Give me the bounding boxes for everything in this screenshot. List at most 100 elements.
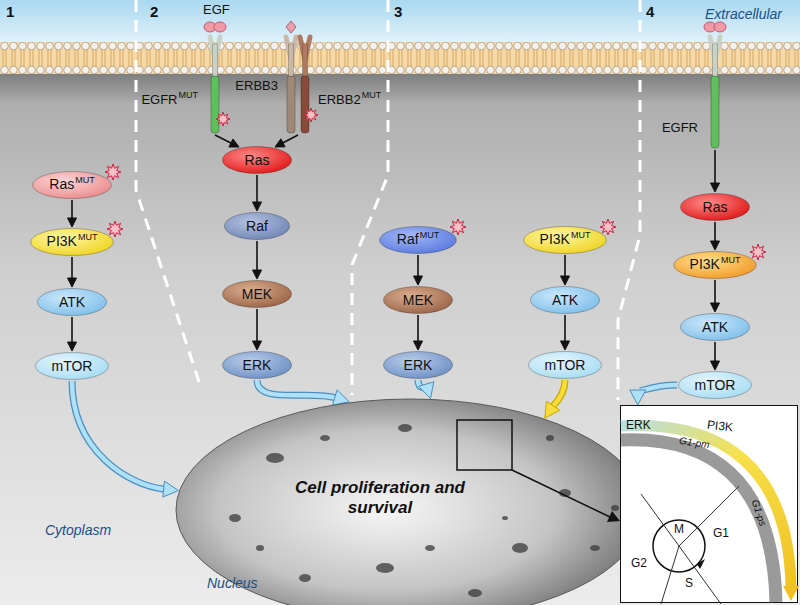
- arrow-line: [256, 309, 258, 342]
- chromatin-spot: [299, 574, 311, 582]
- protein-shape: [33, 172, 112, 199]
- phase-divider: [679, 546, 721, 604]
- protein-node: Ras: [221, 145, 293, 175]
- panel-number: 3: [394, 4, 402, 20]
- cell-cycle-inset: ERKG1-pmPI3KG1-psMG1SG2: [620, 405, 798, 603]
- receptor-name: EGFR: [662, 120, 698, 135]
- chromatin-spot: [320, 435, 330, 441]
- chromatin-spot: [611, 505, 619, 511]
- extracellular-space: [0, 0, 800, 46]
- arrowheads: [253, 341, 262, 350]
- mutation-tag: MUT: [721, 255, 741, 265]
- cycle-label: G1: [713, 526, 729, 540]
- cycle-label: S: [685, 576, 693, 590]
- pathway-arrow: [711, 342, 720, 370]
- protein-label: Ras: [703, 199, 728, 215]
- arrowheads: [163, 481, 179, 497]
- protein-name: MEK: [403, 292, 433, 308]
- arrowhead: [68, 218, 77, 227]
- mutation-tag: MUT: [571, 230, 591, 240]
- pathway-arrow: [414, 255, 423, 285]
- compartment-label: Nucleus: [207, 576, 258, 590]
- protein-shape: [679, 372, 752, 399]
- signal-arrowhead: [783, 586, 799, 601]
- receptor: EGFRMUT: [200, 20, 230, 135]
- protein-node: ATK: [529, 285, 601, 315]
- phase-divider: [641, 494, 679, 546]
- protein-label: PI3KMUT: [690, 256, 741, 274]
- receptor-drawing: [700, 20, 730, 150]
- arrow-line: [417, 255, 419, 277]
- arrowheads: [561, 276, 570, 285]
- arrowheads: [414, 276, 423, 285]
- arrowhead: [630, 390, 646, 405]
- chromatin-spot: [266, 453, 284, 463]
- protein-shape: [383, 352, 452, 379]
- protein-name: mTOR: [695, 377, 736, 393]
- arrow-line: [282, 135, 298, 143]
- protein-shape: [222, 147, 291, 174]
- chromatin-spot: [398, 424, 412, 432]
- mutation-star: [599, 218, 617, 236]
- arrow-outline: [257, 380, 336, 398]
- pathway-arrow: [630, 385, 677, 405]
- zoom-leader: [512, 470, 610, 517]
- chromatin-spot: [425, 545, 435, 551]
- pathway-arrow: [561, 315, 570, 350]
- protein-name: Ras: [49, 176, 74, 192]
- protein-shape: [680, 194, 749, 221]
- arrowheads: [630, 390, 646, 405]
- protein-label: PI3KMUT: [47, 233, 98, 251]
- mutation-tag: MUT: [179, 90, 199, 100]
- protein-label: MEK: [242, 286, 272, 302]
- arrowhead: [253, 202, 262, 211]
- receptor: ERBB3ERBB2MUT: [280, 20, 316, 135]
- arrowheads: [711, 361, 720, 370]
- protein-name: ATK: [702, 319, 728, 335]
- arrow-line: [553, 380, 565, 407]
- arrowhead: [163, 481, 179, 497]
- receptor-label: EGFRMUT: [141, 92, 198, 109]
- mutation-star: [449, 218, 467, 236]
- mutation-burst: [107, 221, 123, 237]
- protein-node: RasMUT: [31, 170, 113, 200]
- arrowhead: [253, 341, 262, 350]
- arrow-line: [256, 241, 258, 271]
- arrowheads: [414, 341, 423, 350]
- receptor-name: ERBB2: [318, 92, 361, 107]
- protein-label: MEK: [403, 292, 433, 308]
- nucleus: Cell proliferation and survivalNucleus: [175, 398, 645, 605]
- protein-name: PI3K: [540, 231, 570, 247]
- protein-node: Raf: [223, 211, 291, 241]
- protein-node: mTOR: [34, 351, 110, 381]
- protein-shape: [31, 229, 114, 256]
- arrow-outline: [72, 381, 165, 489]
- transmembrane-domain: [213, 44, 218, 78]
- arrow-outline: [553, 380, 565, 407]
- cycle-label: G2: [631, 556, 647, 570]
- lipid-bilayer: [0, 42, 800, 74]
- arrow-line: [215, 135, 232, 143]
- mutation-burst: [105, 164, 121, 180]
- pathway-arrow: [215, 135, 239, 147]
- ligand: [714, 22, 726, 32]
- protein-name: mTOR: [52, 358, 93, 374]
- mutation-star: [749, 243, 767, 261]
- arrowhead: [419, 382, 434, 399]
- chromatin-spot: [512, 543, 528, 553]
- protein-node: ERK: [221, 350, 293, 380]
- protein-shape: [36, 353, 109, 380]
- pathway-arrow: [545, 380, 565, 418]
- protein-name: MEK: [242, 286, 272, 302]
- mutation-burst: [304, 108, 318, 122]
- arrowheads: [711, 241, 720, 250]
- chromatin-spot: [468, 589, 482, 597]
- arrowhead: [414, 341, 423, 350]
- chromatin-spot: [229, 514, 241, 522]
- arrowheads: [711, 303, 720, 312]
- arrowhead: [414, 276, 423, 285]
- receptor-label: ERBB3: [235, 78, 278, 93]
- arrowhead: [68, 278, 77, 287]
- cycle-label: G1-ps: [748, 498, 770, 528]
- arrow-line: [71, 200, 73, 219]
